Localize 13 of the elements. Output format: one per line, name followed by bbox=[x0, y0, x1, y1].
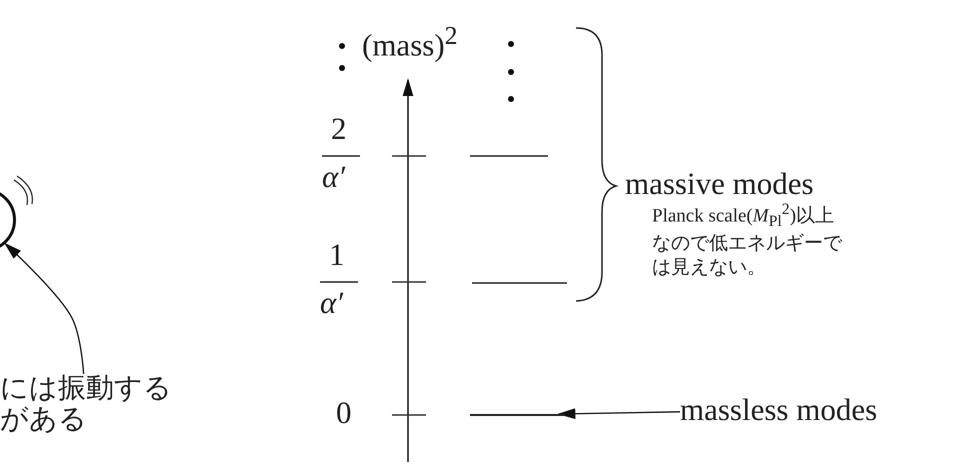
massive-modes-label: massive modes bbox=[625, 167, 814, 202]
note-text: Planck scale(M$_{Pl}$$^{2}$)以上なので低エネルギーでは見えない。 bbox=[652, 200, 844, 280]
leader-arrow bbox=[4, 242, 84, 374]
massless-modes-label: massless modes bbox=[680, 393, 878, 428]
denominator: α′ bbox=[322, 160, 346, 194]
denominator: α′ bbox=[320, 286, 344, 320]
numerator: 2 bbox=[331, 112, 346, 146]
tick-label: 0 bbox=[336, 396, 352, 430]
axis-title: (mass)$^{2}$ bbox=[362, 22, 458, 62]
energy-level-line bbox=[470, 414, 565, 416]
arrow bbox=[557, 408, 680, 420]
annotation-text: には振動するがある bbox=[0, 374, 180, 436]
numerator: 1 bbox=[329, 238, 344, 272]
